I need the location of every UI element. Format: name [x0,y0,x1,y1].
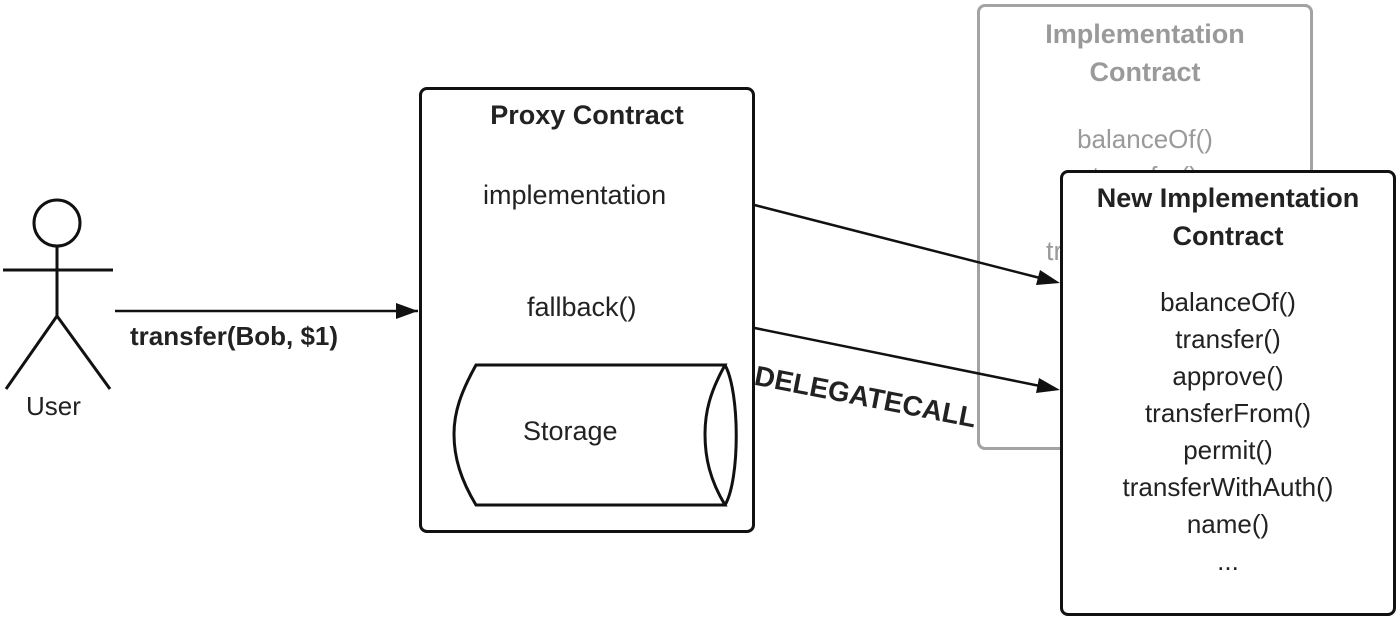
old-implementation-title-line2: Contract [1089,57,1201,87]
new-fn-transfer: transfer() [1175,324,1281,354]
new-fn-permit: permit() [1183,435,1273,465]
transfer-call-label: transfer(Bob, $1) [130,321,339,351]
new-implementation-title-line2: Contract [1172,221,1284,251]
delegatecall-arrowhead [1036,378,1060,393]
new-implementation-title-line1: New Implementation [1096,183,1360,213]
implementation-pointer-arrow [726,196,1041,280]
user-label: User [26,391,81,421]
new-fn-transferwithauth: transferWithAuth() [1122,472,1334,502]
new-fn-name: name() [1186,509,1270,539]
new-fn-balanceof: balanceOf() [1160,287,1296,317]
new-implementation-title: New Implementation Contract [1063,179,1393,255]
new-fn-transferfrom: transferFrom() [1144,398,1312,428]
old-implementation-title: Implementation Contract [980,15,1310,91]
old-fn-balanceof: balanceOf() [1077,124,1213,154]
proxy-contract-title: Proxy Contract [490,100,684,130]
proxy-implementation-slot: implementation [483,180,667,210]
new-fn-ellipsis: ... [1217,546,1239,576]
user-to-proxy-arrowhead [396,303,418,319]
storage-cylinder-icon [452,363,738,507]
old-fn-truncated: tr [1046,236,1063,266]
old-implementation-title-line1: Implementation [1045,19,1245,49]
new-implementation-contract: New Implementation Contract balanceOf() … [1060,170,1396,616]
new-implementation-functions: balanceOf() transfer() approve() transfe… [1063,284,1393,580]
new-fn-approve: approve() [1172,361,1284,391]
user-stick-figure-icon [3,198,113,390]
storage-label: Storage [523,416,618,446]
implementation-pointer-arrowhead [1036,270,1060,285]
proxy-fallback-function: fallback() [527,292,637,322]
